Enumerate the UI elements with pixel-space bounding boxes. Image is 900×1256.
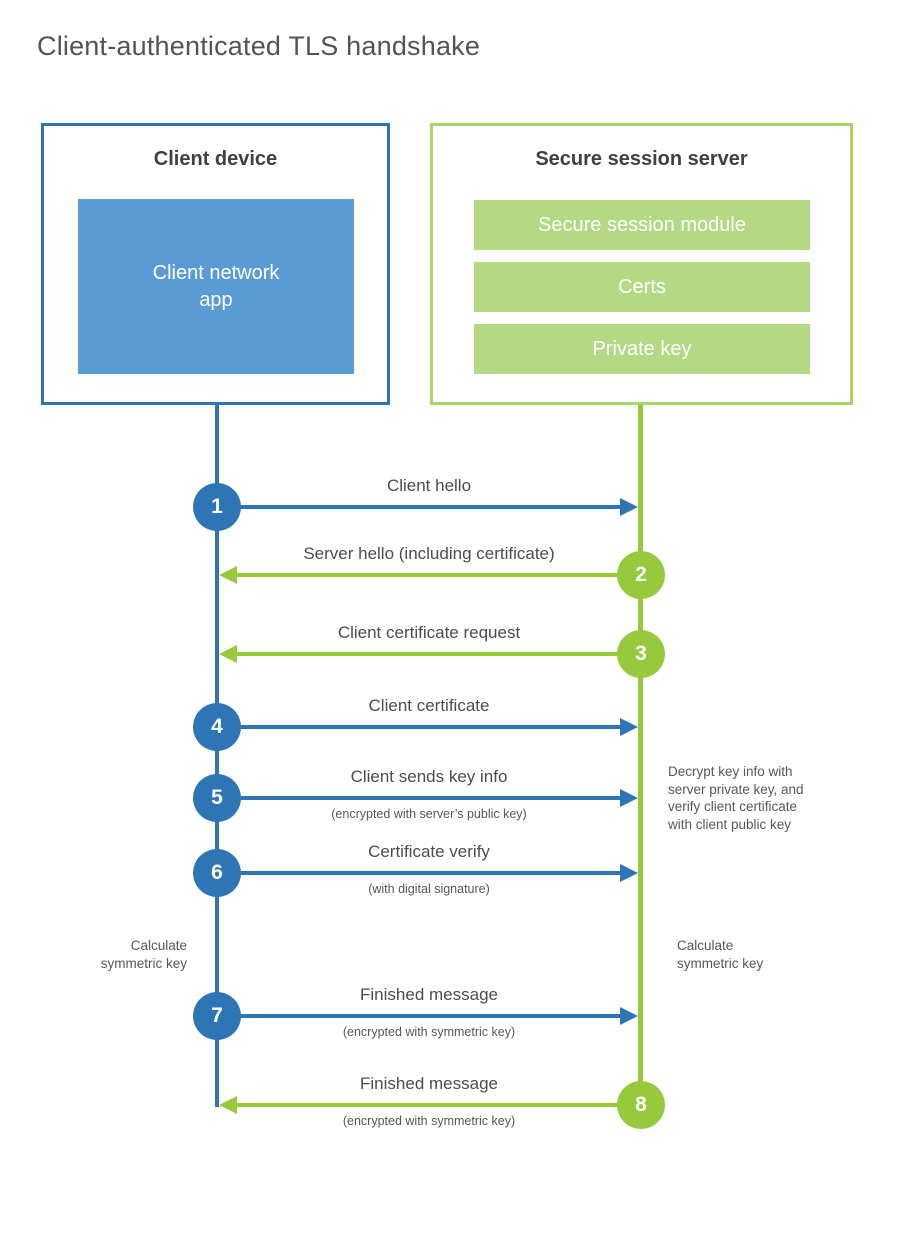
client-device-title: Client device — [153, 148, 278, 170]
step-5-sublabel: (encrypted with server’s public key) — [331, 807, 527, 821]
step-8-number-badge: 8 — [617, 1081, 665, 1129]
step-8-sublabel: (encrypted with symmetric key) — [342, 1114, 516, 1128]
server-module-certs: Certs — [474, 262, 810, 312]
client-device-box: Client device Client network app — [41, 123, 390, 405]
note-decrypt-key-info: Decrypt key info with server private key… — [668, 764, 804, 832]
step-8-arrowhead-icon — [219, 1096, 237, 1114]
step-1-label: Client hello — [386, 476, 472, 495]
client-network-app-label: Client network app — [152, 261, 280, 311]
server-module-secure-session: Secure session module — [474, 200, 810, 250]
page-title: Client-authenticated TLS handshake — [37, 31, 481, 61]
step-5-arrowhead-icon — [620, 789, 638, 807]
step-5-label: Client sends key info — [350, 767, 508, 786]
server-lifeline — [638, 405, 643, 1105]
step-4-number-badge: 4 — [193, 703, 241, 751]
client-lifeline — [215, 405, 219, 1107]
step-3-arrowhead-icon — [219, 645, 237, 663]
step-7-arrowhead-icon — [620, 1007, 638, 1025]
step-2-number-badge: 2 — [617, 551, 665, 599]
step-1-arrow-line — [217, 505, 625, 509]
note-client-calculate-symmetric-key: Calculate symmetric key — [100, 938, 187, 971]
step-2-label: Server hello (including certificate) — [303, 544, 555, 563]
step-1-arrowhead-icon — [620, 498, 638, 516]
secure-session-server-box: Secure session server Secure session mod… — [430, 123, 853, 405]
step-8-arrow-line — [237, 1103, 641, 1107]
step-5-arrow-line — [217, 796, 625, 800]
step-3-arrow-line — [237, 652, 641, 656]
step-5-number-badge: 5 — [193, 774, 241, 822]
step-7-sublabel: (encrypted with symmetric key) — [342, 1025, 516, 1039]
step-7-arrow-line — [217, 1014, 625, 1018]
step-2-arrowhead-icon — [219, 566, 237, 584]
step-7-number-badge: 7 — [193, 992, 241, 1040]
step-7-label: Finished message — [360, 985, 498, 1004]
client-network-app-box: Client network app — [78, 199, 354, 374]
note-server-calculate-symmetric-key: Calculate symmetric key — [677, 938, 764, 971]
step-4-arrow-line — [217, 725, 625, 729]
step-1-number-badge: 1 — [193, 483, 241, 531]
server-module-private-key: Private key — [474, 324, 810, 374]
step-4-arrowhead-icon — [620, 718, 638, 736]
step-8-label: Finished message — [360, 1074, 498, 1093]
step-3-number-badge: 3 — [617, 630, 665, 678]
step-3-label: Client certificate request — [337, 623, 521, 642]
step-6-sublabel: (with digital signature) — [368, 882, 490, 896]
step-6-arrow-line — [217, 871, 625, 875]
server-title: Secure session server — [535, 148, 748, 170]
step-6-label: Certificate verify — [368, 842, 490, 861]
step-6-number-badge: 6 — [193, 849, 241, 897]
step-6-arrowhead-icon — [620, 864, 638, 882]
step-4-label: Client certificate — [368, 696, 490, 715]
step-2-arrow-line — [237, 573, 641, 577]
